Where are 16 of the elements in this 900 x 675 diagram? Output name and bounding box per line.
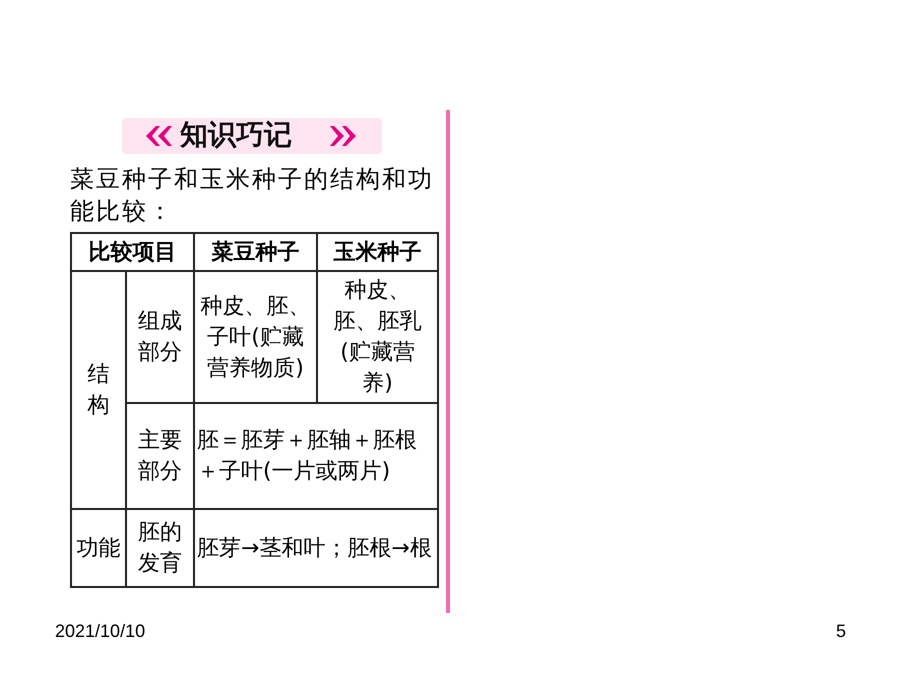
header-cell: 比较项目 [71, 233, 194, 271]
page-number: 5 [836, 621, 846, 642]
table-cell: 胚＝胚芽＋胚轴＋胚根＋子叶(一片或两片) [194, 403, 438, 509]
intro-text: 菜豆种子和玉米种子的结构和功能比较： [70, 164, 435, 227]
title: 知识巧记 [180, 117, 292, 153]
date-text: 2021/10/10 [55, 621, 146, 642]
table-cell: 主要部分 [126, 403, 194, 509]
table-cell: 胚的发育 [126, 509, 194, 587]
table-cell: 结构 [71, 271, 126, 509]
table-cell: 功能 [71, 509, 126, 587]
table-cell: 种皮、胚、胚乳(贮藏营养) [317, 271, 438, 403]
table-cell: 组成部分 [126, 271, 194, 403]
table-cell: 种皮、胚、子叶(贮藏营养物质) [194, 271, 317, 403]
table-cell: 胚芽→茎和叶；胚根→根 [194, 509, 438, 587]
header-cell: 菜豆种子 [194, 233, 317, 271]
header-cell: 玉米种子 [317, 233, 438, 271]
